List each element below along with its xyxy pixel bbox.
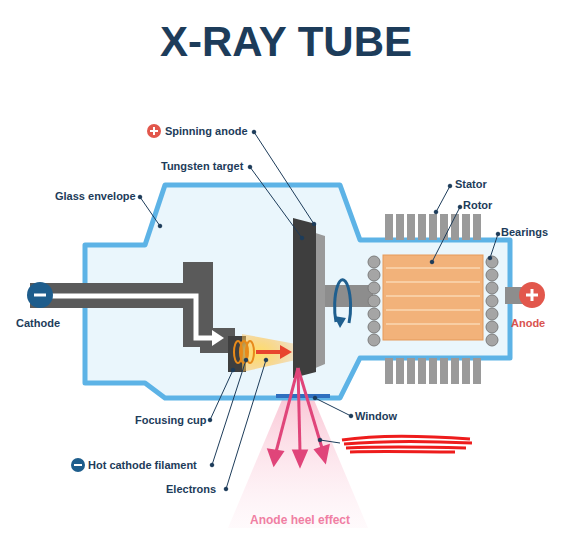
leader-lines (138, 130, 500, 491)
part-label: Focusing cup (135, 414, 207, 427)
part-label: Hot cathode filament (88, 459, 197, 472)
cathode-assembly (30, 262, 296, 372)
rotor (383, 255, 483, 340)
part-label: Anode (511, 317, 545, 330)
cathode-terminal (27, 282, 53, 308)
part-label: Window (355, 410, 397, 423)
plus-icon (147, 124, 161, 138)
part-label: Bearings (501, 226, 548, 239)
part-label: Cathode (16, 317, 60, 330)
spinning-anode (293, 218, 373, 378)
anode-terminal (505, 282, 545, 308)
bearings (368, 256, 498, 346)
part-label: Glass envelope (55, 190, 136, 203)
part-label: Anode heel effect (150, 514, 450, 527)
part-label: Electrons (166, 483, 216, 496)
part-label: Stator (455, 178, 487, 191)
window (276, 396, 330, 397)
minus-icon (71, 458, 85, 472)
redaction-scribble (342, 436, 472, 452)
part-label: Tungsten target (161, 160, 243, 173)
x-ray-arrows (269, 368, 328, 465)
title: X-RAY TUBE (0, 18, 572, 66)
part-label: Rotor (463, 199, 492, 212)
part-label: Spinning anode (165, 125, 248, 138)
